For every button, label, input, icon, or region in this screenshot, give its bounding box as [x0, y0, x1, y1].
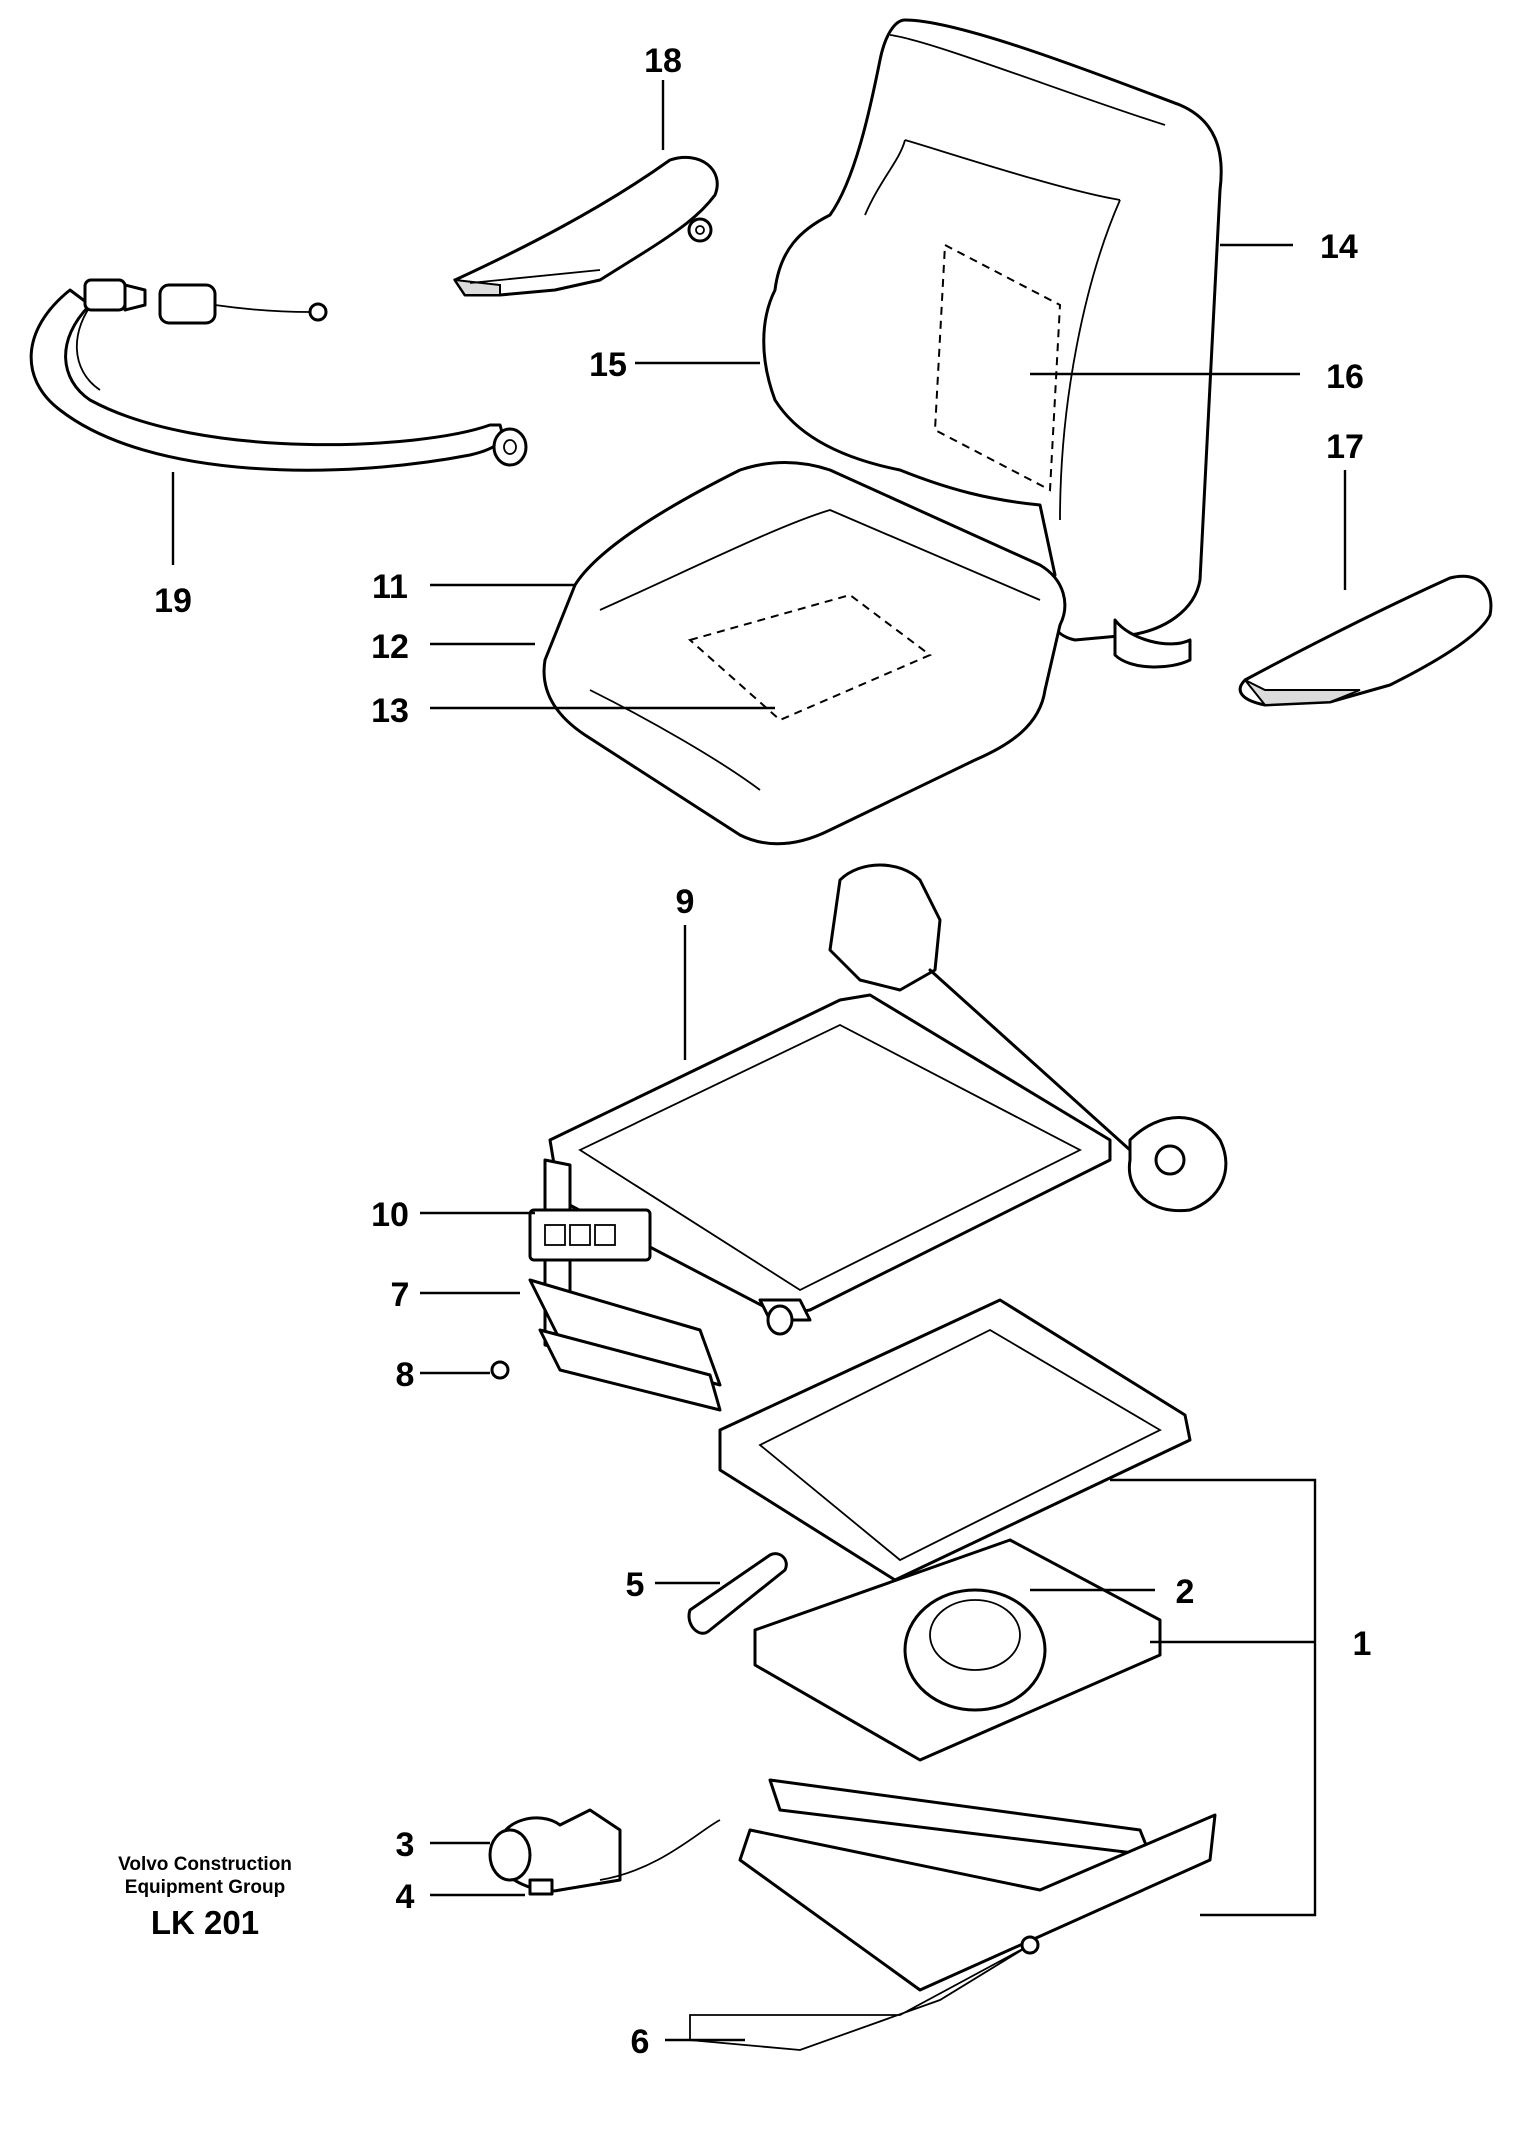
left-armrest-illustration [452, 155, 719, 297]
callout-14: 14 [1320, 228, 1358, 266]
seat-belt-illustration [29, 278, 528, 472]
callout-9: 9 [676, 883, 695, 921]
suspension-illustration [488, 1298, 1217, 2051]
callout-17: 17 [1326, 428, 1364, 466]
callout-12: 12 [371, 628, 409, 666]
callout-11: 11 [372, 568, 408, 606]
right-armrest-illustration [1238, 574, 1493, 707]
callout-5: 5 [626, 1566, 645, 1604]
callout-3: 3 [396, 1826, 415, 1864]
callout-4: 4 [396, 1878, 415, 1916]
diagram-code: LK 201 [150, 1904, 260, 1941]
leader-lines [171, 80, 1347, 2042]
callout-numbers: 18 14 15 16 17 19 11 12 13 9 10 7 8 5 2 … [154, 42, 1371, 2061]
upper-frame-illustration [490, 863, 1228, 1412]
credit-org-line-2: Equipment Group [124, 1877, 286, 1898]
callout-19: 19 [154, 582, 192, 620]
callout-1: 1 [1353, 1625, 1372, 1663]
callout-6: 6 [631, 2023, 650, 2061]
callout-15: 15 [589, 346, 627, 384]
callout-13: 13 [371, 692, 409, 730]
callout-7: 7 [391, 1276, 410, 1314]
callout-2: 2 [1176, 1573, 1195, 1611]
callout-18: 18 [644, 42, 682, 80]
credit-org-line-1: Volvo Construction [118, 1854, 292, 1875]
callout-8: 8 [396, 1356, 415, 1394]
seat-cushion-illustration [542, 461, 1067, 846]
callout-16: 16 [1326, 358, 1364, 396]
backrest-illustration [762, 18, 1223, 669]
callout-10: 10 [371, 1196, 409, 1234]
publisher-credit: Volvo Construction Equipment Group LK 20… [105, 1853, 305, 1943]
